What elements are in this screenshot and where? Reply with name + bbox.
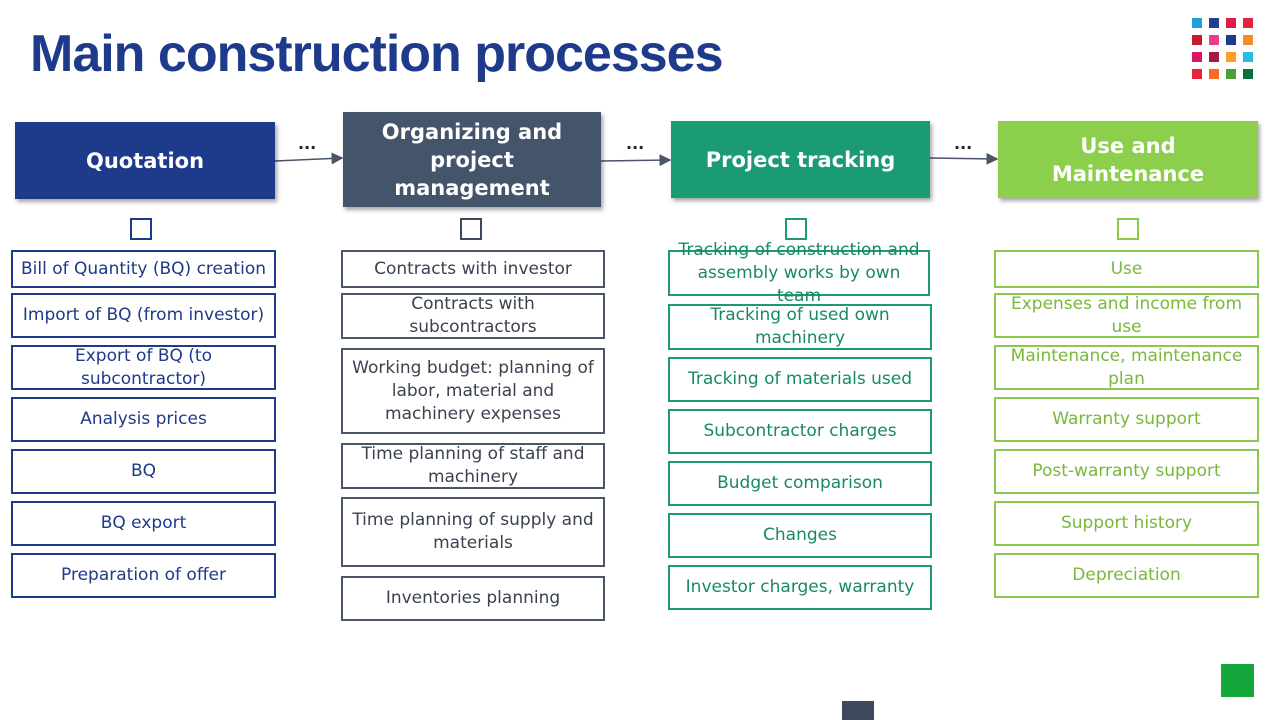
list-item: Analysis prices (11, 397, 276, 442)
list-item: Expenses and income from use (994, 293, 1259, 338)
list-item: Maintenance, maintenance plan (994, 345, 1259, 390)
logo-square (1226, 69, 1236, 79)
list-item: Working budget: planning of labor, mater… (341, 348, 605, 434)
logo-square (1209, 18, 1219, 28)
corner-accent (1221, 664, 1254, 697)
arrow-2 (600, 154, 672, 167)
logo-square (1243, 69, 1253, 79)
list-item: Warranty support (994, 397, 1259, 442)
connector-ellipsis-1: ... (298, 134, 317, 153)
connector-ellipsis-3: ... (954, 134, 973, 153)
list-item: Time planning of staff and machinery (341, 443, 605, 489)
logo-square (1192, 52, 1202, 62)
logo-square (1209, 52, 1219, 62)
logo-square (1192, 18, 1202, 28)
list-item: Preparation of offer (11, 553, 276, 598)
arrow-3 (929, 152, 999, 165)
list-item: Investor charges, warranty (668, 565, 932, 610)
arrow-1 (274, 152, 344, 165)
logo-square (1209, 35, 1219, 45)
list-item: Time planning of supply and materials (341, 497, 605, 567)
bottom-tab (842, 701, 874, 720)
logo-square (1243, 35, 1253, 45)
logo-square (1192, 35, 1202, 45)
logo-square (1226, 35, 1236, 45)
header-project-tracking: Project tracking (671, 121, 930, 198)
list-item: Bill of Quantity (BQ) creation (11, 250, 276, 288)
checkbox-icon[interactable] (460, 218, 482, 240)
list-item: Post-warranty support (994, 449, 1259, 494)
list-item: Changes (668, 513, 932, 558)
logo-square (1192, 69, 1202, 79)
list-item: Subcontractor charges (668, 409, 932, 454)
grid-logo-icon (1192, 18, 1254, 80)
logo-square (1226, 52, 1236, 62)
logo-square (1226, 18, 1236, 28)
list-item: BQ (11, 449, 276, 494)
list-item: Depreciation (994, 553, 1259, 598)
logo-square (1243, 52, 1253, 62)
list-item: Contracts with investor (341, 250, 605, 288)
header-organizing: Organizing and project management (343, 112, 601, 207)
logo-square (1243, 18, 1253, 28)
header-quotation: Quotation (15, 122, 275, 199)
list-item: Tracking of materials used (668, 357, 932, 402)
list-item: Export of BQ (to subcontractor) (11, 345, 276, 390)
connector-ellipsis-2: ... (626, 134, 645, 153)
list-item: Contracts with subcontractors (341, 293, 605, 339)
list-item: Inventories planning (341, 576, 605, 621)
list-item: Tracking of used own machinery (668, 304, 932, 350)
page-title: Main construction processes (30, 25, 724, 83)
list-item: Use (994, 250, 1259, 288)
checkbox-icon[interactable] (1117, 218, 1139, 240)
header-use-maintenance: Use and Maintenance (998, 121, 1258, 198)
list-item: Import of BQ (from investor) (11, 293, 276, 338)
list-item: Tracking of construction and assembly wo… (668, 240, 930, 306)
checkbox-icon[interactable] (785, 218, 807, 240)
checkbox-icon[interactable] (130, 218, 152, 240)
list-item: Budget comparison (668, 461, 932, 506)
list-item: Support history (994, 501, 1259, 546)
logo-square (1209, 69, 1219, 79)
list-item: BQ export (11, 501, 276, 546)
